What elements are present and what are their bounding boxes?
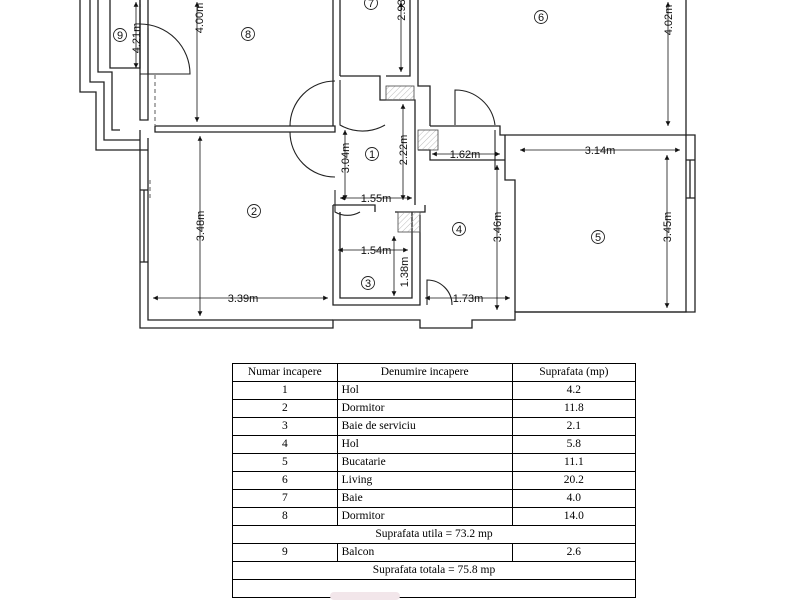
dimension-labels: 4.21m 4.00m 2.93 4.02m 3.04m 2.22m 1.62m… <box>131 0 675 305</box>
room-number: 6 <box>538 12 544 24</box>
table-row: 2 Dormitor 11.8 <box>232 399 637 418</box>
table-row: 3 Baie de serviciu 2.1 <box>232 417 637 436</box>
dim-label: 1.54m <box>361 245 392 257</box>
room-num-cell: 9 <box>232 543 338 562</box>
room-area-cell: 20.2 <box>511 471 637 490</box>
walls <box>79 0 696 329</box>
dim-label: 1.62m <box>450 149 481 161</box>
room-name-cell: Bucatarie <box>336 453 513 472</box>
room-number: 4 <box>456 224 462 236</box>
dim-label: 3.39m <box>228 293 259 305</box>
dimension-lines <box>133 2 680 316</box>
room-area-cell: 2.6 <box>511 543 637 562</box>
table-row: 9 Balcon 2.6 <box>232 543 637 562</box>
room-number: 1 <box>369 149 375 161</box>
dim-label: 4.02m <box>663 5 675 36</box>
room-num-cell: 7 <box>232 489 338 508</box>
column-header: Suprafata (mp) <box>511 363 637 382</box>
dim-label: 2.93 <box>396 0 408 21</box>
room-number: 3 <box>365 278 371 290</box>
doors <box>139 23 496 306</box>
table-row: 6 Living 20.2 <box>232 471 637 490</box>
room-num-cell: 8 <box>232 507 338 526</box>
dim-label: 4.00m <box>194 3 206 34</box>
room-name-cell: Baie de serviciu <box>336 417 513 436</box>
column-header: Numar incapere <box>232 363 338 382</box>
dim-label: 3.45m <box>662 212 674 243</box>
room-area-cell: 11.1 <box>511 453 637 472</box>
room-markers <box>113 0 605 290</box>
room-number: 8 <box>245 29 251 41</box>
dim-label: 3.14m <box>585 145 616 157</box>
dim-label: 1.38m <box>399 257 411 288</box>
room-area-cell: 4.2 <box>511 381 637 400</box>
room-num-cell: 6 <box>232 471 338 490</box>
dim-label: 1.55m <box>361 193 392 205</box>
dim-label: 3.46m <box>492 212 504 243</box>
subtotal-row: Suprafata utila = 73.2 mp <box>232 525 636 544</box>
total-row: Suprafata totala = 75.8 mp <box>232 561 636 580</box>
table-row: 4 Hol 5.8 <box>232 435 637 454</box>
stamp-mark <box>330 592 400 600</box>
floor-plan: 4.21m 4.00m 2.93 4.02m 3.04m 2.22m 1.62m… <box>79 0 696 329</box>
hatched-walls <box>385 85 439 233</box>
dashed-lines <box>139 0 156 200</box>
column-header: Denumire incapere <box>336 363 513 382</box>
room-name-cell: Hol <box>336 435 513 454</box>
table-row: 5 Bucatarie 11.1 <box>232 453 637 472</box>
room-num-cell: 5 <box>232 453 338 472</box>
room-area-table: Numar incapere Denumire incapere Suprafa… <box>232 363 637 598</box>
dim-label: 2.22m <box>398 135 410 166</box>
room-name-cell: Living <box>336 471 513 490</box>
dim-label: 4.21m <box>131 23 143 54</box>
dim-label: 1.73m <box>453 293 484 305</box>
room-name-cell: Balcon <box>336 543 513 562</box>
room-num-cell: 4 <box>232 435 338 454</box>
table-header-row: Numar incapere Denumire incapere Suprafa… <box>232 363 637 382</box>
room-number: 2 <box>251 206 257 218</box>
room-number: 7 <box>368 0 374 10</box>
room-num-cell: 1 <box>232 381 338 400</box>
room-num-cell: 3 <box>232 417 338 436</box>
room-numbers: 1 2 3 4 5 6 7 8 9 <box>117 0 601 290</box>
room-name-cell: Dormitor <box>336 399 513 418</box>
empty-row <box>232 579 636 598</box>
room-name-cell: Dormitor <box>336 507 513 526</box>
usable-area-total: Suprafata utila = 73.2 mp <box>232 525 636 544</box>
room-area-cell: 11.8 <box>511 399 637 418</box>
total-area: Suprafata totala = 75.8 mp <box>232 561 636 580</box>
room-name-cell: Baie <box>336 489 513 508</box>
table-row: 1 Hol 4.2 <box>232 381 637 400</box>
room-area-cell: 14.0 <box>511 507 637 526</box>
room-area-cell: 2.1 <box>511 417 637 436</box>
table-row: 7 Baie 4.0 <box>232 489 637 508</box>
room-area-cell: 4.0 <box>511 489 637 508</box>
table-row: 8 Dormitor 14.0 <box>232 507 637 526</box>
empty-cell <box>232 579 636 598</box>
room-number: 9 <box>117 30 123 42</box>
room-num-cell: 2 <box>232 399 338 418</box>
room-area-cell: 5.8 <box>511 435 637 454</box>
dim-label: 3.04m <box>340 143 352 174</box>
dim-label: 3.48m <box>195 211 207 242</box>
room-number: 5 <box>595 232 601 244</box>
room-name-cell: Hol <box>336 381 513 400</box>
